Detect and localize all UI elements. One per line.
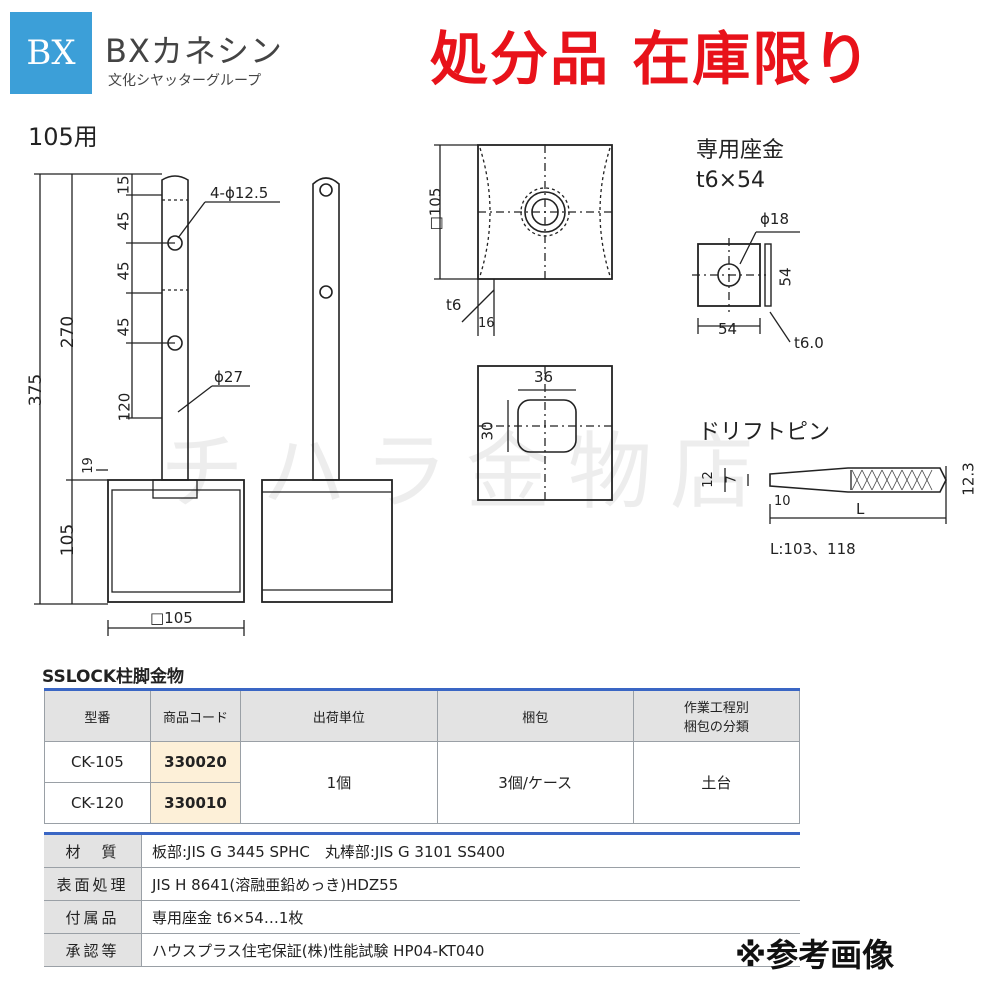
dim-105: 105 [58, 523, 79, 557]
pin-12-label: 12 [700, 471, 716, 488]
spec-key: 承認等 [44, 933, 142, 967]
col-unit: 出荷単位 [240, 689, 438, 742]
spec-key: 表面処理 [44, 867, 142, 901]
dim-45-c: 45 [114, 211, 133, 231]
reference-image-note: ※参考画像 [735, 936, 895, 974]
unit-cell: 1個 [240, 741, 438, 824]
pin-diameter-label: 12.3 [959, 462, 978, 496]
watermark: チハラ金物店 [160, 423, 773, 521]
dim-19: 19 [80, 457, 96, 474]
pin-7-label: 7 [724, 475, 740, 484]
brand-subtitle: 文化シヤッターグループ [108, 73, 262, 89]
spec-table: 材 質 板部:JIS G 3445 SPHC 丸棒部:JIS G 3101 SS… [44, 832, 800, 967]
dim-45-b: 45 [114, 261, 133, 281]
category-cell: 土台 [632, 741, 801, 824]
product-table: 型番 商品コード 出荷単位 梱包 作業工程別 梱包の分類 CK-105 3300… [44, 688, 801, 824]
col-pack: 梱包 [436, 689, 634, 742]
spec-row: 承認等 ハウスプラス住宅保証(株)性能試験 HP04-KT040 [44, 933, 800, 967]
washer-size: t6×54 [696, 168, 766, 193]
spec-row: 表面処理 JIS H 8641(溶融亜鉛めっき)HDZ55 [44, 867, 800, 901]
plate-side-label: □105 [426, 187, 445, 231]
col-category: 作業工程別 梱包の分類 [632, 689, 801, 742]
slot-width-label: 36 [534, 368, 554, 386]
washer-hole-label: ϕ18 [760, 210, 789, 228]
spec-value: ハウスプラス住宅保証(株)性能試験 HP04-KT040 [141, 933, 800, 967]
spec-key: 付属品 [44, 900, 142, 934]
pin-length-label: L [856, 500, 865, 518]
table-title: SSLOCK柱脚金物 [42, 667, 185, 687]
model-cell: CK-105 [44, 741, 151, 783]
washer-title: 専用座金 [696, 138, 785, 163]
washer-width-label: 54 [718, 320, 738, 338]
rod-label: ϕ27 [214, 368, 243, 386]
spec-value: 板部:JIS G 3445 SPHC 丸棒部:JIS G 3101 SS400 [141, 833, 800, 868]
table-row: CK-105 330020 1個 3個/ケース 土台 [44, 741, 801, 824]
model-label: 105用 [28, 123, 98, 151]
spec-row: 付属品 専用座金 t6×54…1枚 [44, 900, 800, 934]
model-cell: CK-120 [44, 782, 151, 824]
technical-drawing [34, 144, 947, 636]
spec-value: 専用座金 t6×54…1枚 [141, 900, 800, 934]
pin-lengths-note: L:103、118 [770, 540, 856, 558]
spec-key: 材 質 [44, 833, 142, 868]
dim-15: 15 [114, 175, 133, 195]
base-label: □105 [150, 609, 193, 627]
pin-title: ドリフトピン [698, 420, 831, 445]
code-cell: 330020 [149, 741, 242, 783]
pin-10-label: 10 [774, 494, 791, 509]
brand-name: BXカネシン [105, 32, 283, 70]
spec-value: JIS H 8641(溶融亜鉛めっき)HDZ55 [141, 867, 800, 901]
plate-16-label: 16 [478, 316, 495, 331]
washer-thickness-label: t6.0 [794, 334, 824, 352]
dim-120: 120 [115, 392, 134, 422]
col-code: 商品コード [149, 689, 242, 742]
plate-t6-label: t6 [446, 296, 462, 314]
code-cell: 330010 [149, 782, 242, 824]
brand-logo: BX [10, 12, 92, 94]
dim-270: 270 [58, 315, 79, 349]
slot-height-label: 30 [478, 421, 497, 441]
clearance-banner: 処分品 在庫限り [430, 25, 873, 93]
pack-cell: 3個/ケース [436, 741, 634, 824]
dim-45-a: 45 [114, 317, 133, 337]
hole-label: 4-ϕ12.5 [210, 184, 269, 202]
col-model: 型番 [44, 689, 151, 742]
washer-height-label: 54 [776, 267, 795, 287]
dim-375: 375 [26, 373, 47, 407]
spec-row: 材 質 板部:JIS G 3445 SPHC 丸棒部:JIS G 3101 SS… [44, 833, 800, 868]
table-row: CK-120 330010 [44, 782, 800, 824]
